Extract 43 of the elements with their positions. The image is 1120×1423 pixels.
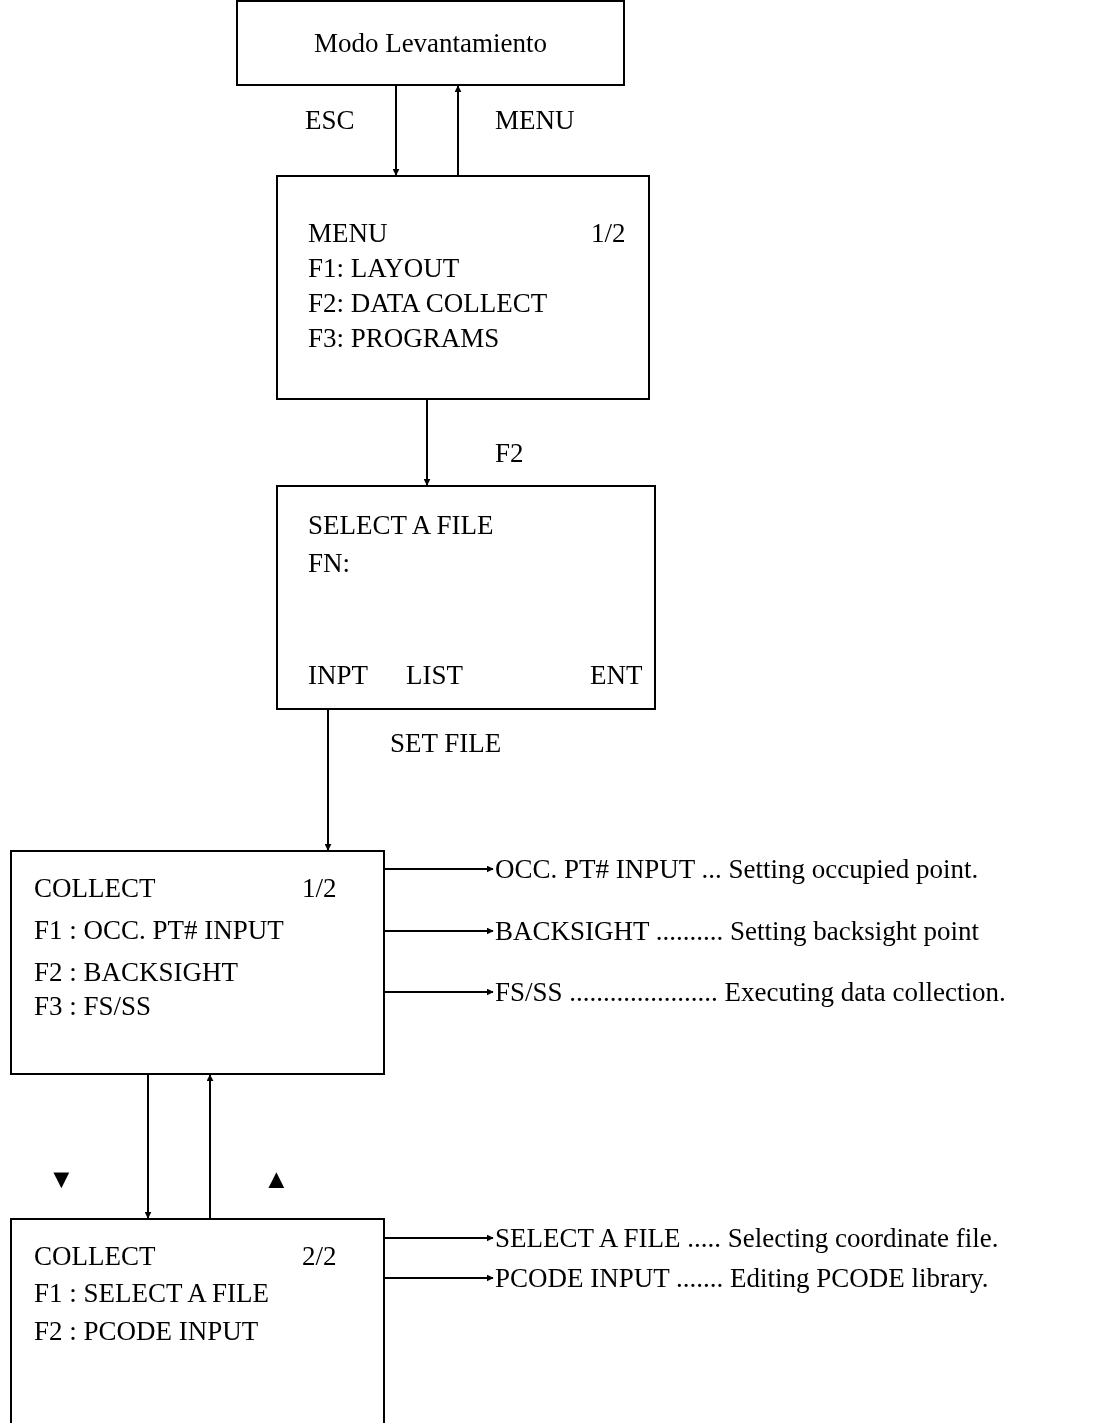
triangle-symbol: ▼	[48, 1163, 75, 1195]
screen-text: FN:	[308, 547, 351, 579]
arrow	[384, 1274, 494, 1282]
arrow	[384, 1234, 494, 1242]
arrow	[454, 85, 462, 176]
screen-text: MENU	[308, 217, 388, 249]
arrow	[384, 865, 494, 873]
screen-box	[10, 1218, 385, 1423]
screen-text: F1: LAYOUT	[308, 252, 460, 284]
screen-text: COLLECT	[34, 872, 156, 904]
arrow	[324, 709, 332, 851]
screen-box	[276, 175, 650, 400]
screen-text: F2 : BACKSIGHT	[34, 956, 239, 988]
screen-box	[10, 850, 385, 1075]
screen-text: F2 : PCODE INPUT	[34, 1315, 259, 1347]
description-text: PCODE INPUT ....... Editing PCODE library.	[495, 1262, 989, 1294]
screen-text: ENT	[590, 659, 643, 691]
mode-box	[236, 0, 625, 86]
screen-text: LIST	[406, 659, 463, 691]
arrow	[392, 85, 400, 176]
screen-text: INPT	[308, 659, 368, 691]
screen-text: 2/2	[302, 1240, 337, 1272]
screen-text: 1/2	[591, 217, 626, 249]
triangle-symbol: ▲	[263, 1163, 290, 1195]
arrow	[384, 927, 494, 935]
arrow	[206, 1074, 214, 1219]
screen-text: F2: DATA COLLECT	[308, 287, 548, 319]
description-text: SELECT A FILE ..... Selecting coordinate file.	[495, 1222, 999, 1254]
screen-text: F3 : FS/SS	[34, 990, 152, 1022]
screen-text: 1/2	[302, 872, 337, 904]
screen-text: COLLECT	[34, 1240, 156, 1272]
screen-text: SELECT A FILE	[308, 509, 494, 541]
arrow	[423, 399, 431, 486]
mode-title: Modo Levantamiento	[313, 27, 548, 59]
arrow	[384, 988, 494, 996]
description-text: BACKSIGHT .......... Setting backsight point	[495, 915, 979, 947]
arrow	[144, 1074, 152, 1219]
screen-text: F3: PROGRAMS	[308, 322, 500, 354]
description-text: OCC. PT# INPUT ... Setting occupied point.	[495, 853, 979, 885]
screen-box	[276, 485, 656, 710]
screen-text: F1 : SELECT A FILE	[34, 1277, 270, 1309]
screen-text: F1 : OCC. PT# INPUT	[34, 914, 284, 946]
description-text: FS/SS ...................... Executing data collection.	[495, 976, 1006, 1008]
